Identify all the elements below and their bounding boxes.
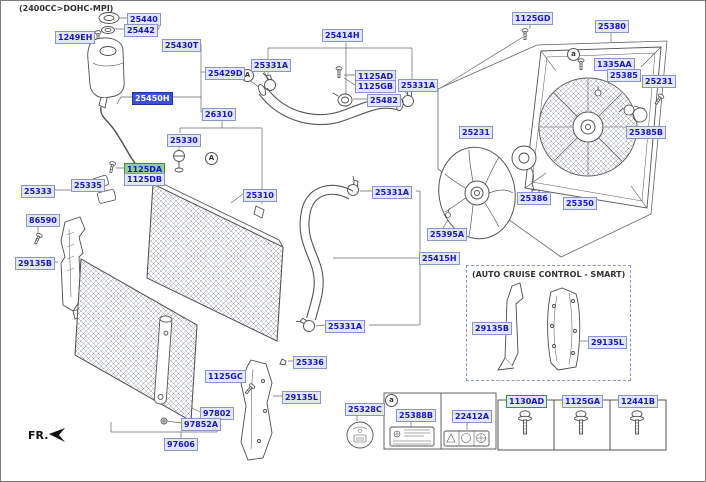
- part-label-1125DB[interactable]: 1125DB: [124, 173, 166, 186]
- clamp-icon: [262, 72, 276, 91]
- part-label-25430T[interactable]: 25430T: [162, 39, 202, 52]
- part-label-25331A-lower-top[interactable]: 25331A: [372, 186, 413, 199]
- fr-direction-arrow: [49, 428, 65, 442]
- part-label-1130AD[interactable]: 1130AD: [506, 395, 548, 408]
- reservoir-tank-drawing: [87, 12, 148, 175]
- part-label-25331A-upper-left[interactable]: 25331A: [251, 59, 292, 72]
- part-label-25388B[interactable]: 25388B: [396, 409, 436, 422]
- radiator-bracket: [253, 205, 265, 219]
- part-label-12441B[interactable]: 12441B: [618, 395, 658, 408]
- callout-a-radiator: A: [205, 152, 218, 165]
- part-label-25330[interactable]: 25330: [167, 134, 201, 147]
- receiver-drier: [153, 315, 173, 405]
- part-label-25331A-lower-bottom[interactable]: 25331A: [325, 320, 366, 333]
- part-label-1125GC[interactable]: 1125GC: [205, 370, 246, 383]
- part-label-25331A-upper-right[interactable]: 25331A: [398, 79, 439, 92]
- part-label-25385[interactable]: 25385: [607, 69, 641, 82]
- part-label-1125GD[interactable]: 1125GD: [512, 12, 554, 25]
- part-label-25328C[interactable]: 25328C: [345, 403, 385, 416]
- part-label-29135L-main[interactable]: 29135L: [282, 391, 321, 404]
- callout-a-label-box: a: [385, 394, 398, 407]
- cap-label-icon: [346, 421, 374, 449]
- part-label-25429D[interactable]: 25429D: [205, 67, 246, 80]
- part-label-25310[interactable]: 25310: [243, 189, 277, 202]
- cap-gasket: [101, 26, 115, 34]
- part-label-25450H-highlighted[interactable]: 25450H: [132, 92, 173, 105]
- bolt-icon: [32, 232, 44, 246]
- part-label-25386[interactable]: 25386: [517, 192, 551, 205]
- bolt-icon: [521, 28, 529, 40]
- reservoir-cap: [98, 12, 120, 24]
- part-label-22412A[interactable]: 22412A: [452, 410, 493, 423]
- part-label-25231-resistor[interactable]: 25231: [642, 75, 676, 88]
- caution-sticker-icon: [389, 426, 435, 447]
- part-label-25442[interactable]: 25442: [124, 24, 158, 37]
- resistor-part: [594, 86, 666, 123]
- part-label-29135B-main[interactable]: 29135B: [15, 257, 55, 270]
- auto-cruise-box: [466, 265, 631, 381]
- part-label-25231-fan[interactable]: 25231: [459, 126, 493, 139]
- callout-a-shroud-bolt: a: [567, 48, 580, 61]
- fr-label: FR.: [28, 429, 49, 442]
- part-label-25336[interactable]: 25336: [293, 356, 327, 369]
- condenser-drawing: [74, 258, 198, 425]
- fan-blade-drawing: [438, 145, 540, 240]
- grommet: [279, 358, 287, 366]
- part-label-25333[interactable]: 25333: [21, 185, 55, 198]
- part-label-1125GA[interactable]: 1125GA: [562, 395, 604, 408]
- auto-cruise-box-title: (AUTO CRUISE CONTROL - SMART): [472, 270, 626, 279]
- part-label-29135L-auto-cruise[interactable]: 29135L: [588, 336, 627, 349]
- caution-label-box: [346, 392, 497, 450]
- part-label-29135B-auto-cruise[interactable]: 29135B: [472, 322, 512, 335]
- part-label-25414H[interactable]: 25414H: [322, 29, 363, 42]
- part-label-97606[interactable]: 97606: [164, 438, 198, 451]
- part-label-25415H[interactable]: 25415H: [419, 252, 460, 265]
- warning-sticker-icon: [443, 430, 490, 447]
- thermo-part: [332, 92, 353, 107]
- bolt-icon: [518, 410, 532, 435]
- part-label-97852A[interactable]: 97852A: [181, 418, 222, 431]
- part-label-25482[interactable]: 25482: [367, 94, 401, 107]
- bolt-icon: [574, 410, 588, 435]
- radiator-drawing: [146, 150, 284, 342]
- part-label-1249EH[interactable]: 1249EH: [55, 31, 96, 44]
- part-label-25335[interactable]: 25335: [71, 179, 105, 192]
- lower-hose-drawing: [295, 175, 365, 336]
- bolt-icon: [107, 160, 117, 174]
- bolt-icon: [630, 410, 644, 435]
- air-guard-right-drawing: [240, 358, 287, 461]
- bolt-icon: [335, 66, 343, 78]
- part-label-86590[interactable]: 86590: [26, 214, 60, 227]
- part-label-25380[interactable]: 25380: [595, 20, 629, 33]
- part-label-25385B[interactable]: 25385B: [626, 126, 666, 139]
- part-label-25350[interactable]: 25350: [563, 197, 597, 210]
- part-label-26310[interactable]: 26310: [202, 108, 236, 121]
- auto-cruise-parts-drawing: [497, 282, 581, 371]
- part-label-25395A[interactable]: 25395A: [427, 228, 468, 241]
- page-title: (2400CC>DOHC-MPI): [19, 4, 114, 13]
- fan-clip: [445, 207, 451, 218]
- part-label-1125GB[interactable]: 1125GB: [355, 80, 396, 93]
